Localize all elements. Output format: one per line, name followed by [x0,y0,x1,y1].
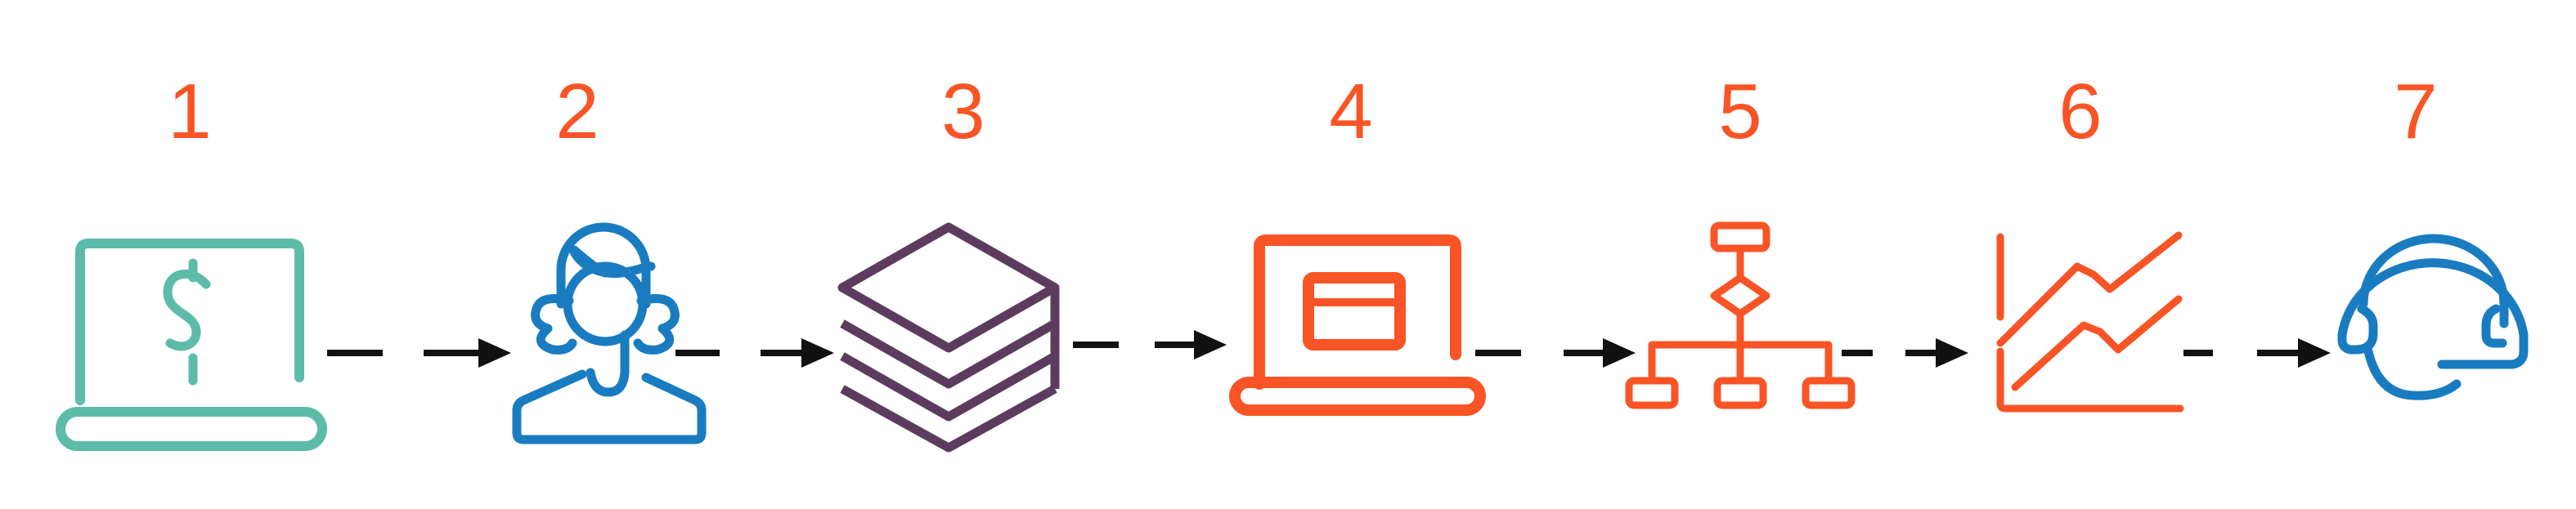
connector-arrow-6-7 [2183,338,2331,368]
stacked-layers-icon [837,222,1060,453]
connector-arrow-3-4 [1073,330,1227,359]
step-number-2: 2 [555,68,599,155]
step-number-3: 3 [941,68,985,155]
person-icon [512,222,707,444]
step-number-6: 6 [2058,68,2103,155]
line-chart-icon [1996,231,2184,413]
connector-arrow-1-2 [327,338,511,368]
step-number-4: 4 [1329,68,1373,155]
step-number-1: 1 [168,68,212,155]
flowchart-icon [1625,221,1856,409]
step-number-7: 7 [2394,68,2438,155]
laptop-dollar-icon [56,239,327,451]
laptop-browser-icon [1229,234,1486,416]
headset-icon [2337,234,2529,400]
connector-arrow-5-6 [1842,338,1968,368]
step-number-5: 5 [1718,68,1762,155]
connector-arrow-4-5 [1475,338,1636,368]
connector-arrow-2-3 [675,338,834,368]
